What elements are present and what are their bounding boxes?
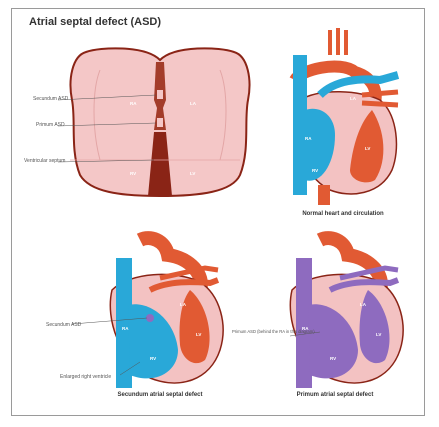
chamber-label: LA [190, 101, 197, 106]
panel-septum-diagram: RA LA RV LV Secundum ASD Primum ASD Vent… [24, 48, 249, 196]
chamber-label: RA [130, 101, 137, 106]
pulmonary-veins [340, 268, 398, 278]
panel-secundum-asd: RA LA RV LV Secundum ASD Enlarged right … [46, 238, 223, 388]
caption-primum-asd: Primum atrial septal defect [260, 392, 410, 398]
chamber-label: RA [122, 326, 129, 331]
label-secundum-asd: Secundum ASD [46, 322, 82, 328]
label-enlarged-right-ventricle: Enlarged right ventricle [60, 374, 111, 380]
caption-normal-heart: Normal heart and circulation [268, 211, 418, 217]
label-secundum-asd: Secundum ASD [33, 96, 69, 102]
label-primum-asd: Primum ASD [36, 122, 65, 128]
secundum-asd-defect [146, 314, 154, 322]
chamber-label: LV [196, 332, 201, 337]
secundum-hole [157, 90, 163, 99]
vena-cava [293, 55, 307, 195]
chamber-label: LV [190, 171, 195, 176]
chamber-label: LV [376, 332, 381, 337]
pulmonary-veins [160, 268, 218, 278]
aortic-branches [330, 28, 346, 55]
chamber-label: RV [150, 356, 156, 361]
chamber-label: RV [130, 171, 136, 176]
chamber-label: LA [180, 302, 187, 307]
chamber-label: RV [330, 356, 336, 361]
chamber-label: LV [365, 146, 370, 151]
chamber-label: LA [360, 302, 367, 307]
label-ventricular-septum: Ventricular septum [24, 158, 65, 164]
descending-aorta [318, 185, 330, 205]
caption-secundum-asd: Secundum atrial septal defect [85, 392, 235, 398]
panel-normal-heart: RA LA RV LV [293, 28, 398, 205]
primum-hole [157, 118, 163, 127]
chamber-label: LA [350, 96, 357, 101]
chamber-label: RV [312, 168, 318, 173]
chamber-label: RA [305, 136, 312, 141]
panel-primum-asd: RA LA RV LV Primum ASD (behind the RA in… [232, 238, 403, 388]
label-primum-asd: Primum ASD (behind the RA in this diagra… [232, 329, 315, 334]
